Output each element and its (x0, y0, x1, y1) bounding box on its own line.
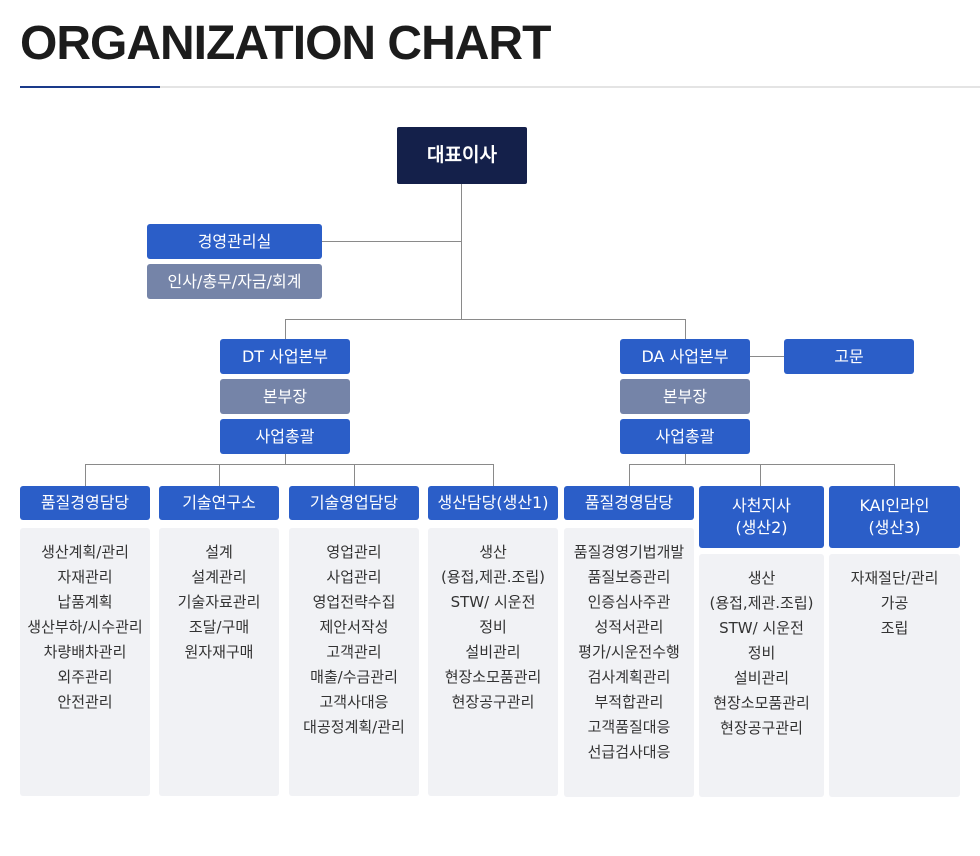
duty-item: 인증심사주관 (587, 593, 671, 611)
dept-head-dt-production1: 생산담당(생산1) (428, 486, 558, 520)
duty-item: 제안서작성 (319, 618, 389, 636)
dt-head-box: 본부장 (220, 379, 350, 414)
duty-item: 선급검사대응 (587, 743, 671, 761)
duty-item: 대공정계획/관리 (303, 718, 405, 736)
duty-item: 자재관리 (57, 568, 113, 586)
duty-item: 현장공구관리 (451, 693, 535, 711)
duty-item: 고객사대응 (319, 693, 389, 711)
duty-item: 차량배차관리 (43, 643, 127, 661)
duty-item: 현장소모품관리 (444, 668, 542, 686)
duty-item: STW/ 시운전 (719, 619, 804, 637)
duty-item: 성적서관리 (594, 618, 664, 636)
dept-panel-dt-quality: 생산계획/관리 자재관리 납품계획 생산부하/시수관리 차량배차관리 외주관리 … (20, 528, 150, 796)
duty-item: 설비관리 (465, 643, 521, 661)
dept-panel-da-quality: 품질경영기법개발 품질보증관리 인증심사주관 성적서관리 평가/시운전수행 검사… (564, 528, 694, 797)
duty-item: 생산계획/관리 (41, 543, 129, 561)
management-office-box: 경영관리실 (147, 224, 322, 259)
dept-panel-da-kai: 자재절단/관리 가공 조립 (829, 554, 960, 797)
dt-general-box: 사업총괄 (220, 419, 350, 454)
da-head-box: 본부장 (620, 379, 750, 414)
duty-item: 검사계획관리 (587, 668, 671, 686)
duty-item: 품질보증관리 (587, 568, 671, 586)
duty-item: 설계관리 (191, 568, 247, 586)
duty-item: 품질경영기법개발 (573, 543, 685, 561)
title-accent-bar (20, 86, 160, 88)
dept-head-da-sacheon: 사천지사 (생산2) (699, 486, 824, 548)
da-general-box: 사업총괄 (620, 419, 750, 454)
duty-item: 조립 (880, 619, 909, 637)
title-divider (20, 86, 980, 88)
duty-item: (용접,제관.조립) (440, 568, 546, 586)
duty-item: 현장공구관리 (720, 719, 803, 737)
dept-head-da-kai: KAI인라인 (생산3) (829, 486, 960, 548)
ceo-box: 대표이사 (397, 127, 527, 184)
duty-item: 외주관리 (57, 668, 113, 686)
dept-head-dt-research: 기술연구소 (159, 486, 279, 520)
duty-item: STW/ 시운전 (450, 593, 536, 611)
dt-division-box: DT 사업본부 (220, 339, 350, 374)
da-division-box: DA 사업본부 (620, 339, 750, 374)
duty-item: 설비관리 (733, 669, 790, 687)
duty-item: 영업전략수집 (312, 593, 396, 611)
duty-item: 조달/구매 (188, 618, 250, 636)
duty-item: 고객품질대응 (587, 718, 671, 736)
duty-item: 설계 (205, 543, 233, 561)
dept-panel-dt-research: 설계 설계관리 기술자료관리 조달/구매 원자재구매 (159, 528, 279, 796)
dept-panel-da-sacheon: 생산 (용접,제관.조립) STW/ 시운전 정비 설비관리 현장소모품관리 현… (699, 554, 824, 797)
management-scope-box: 인사/총무/자금/회계 (147, 264, 322, 299)
dept-panel-dt-production1: 생산 (용접,제관.조립) STW/ 시운전 정비 설비관리 현장소모품관리 현… (428, 528, 558, 796)
dept-head-dt-quality: 품질경영담당 (20, 486, 150, 520)
duty-item: (용접,제관.조립) (709, 594, 814, 612)
duty-item: 안전관리 (57, 693, 113, 711)
duty-item: 고객관리 (326, 643, 382, 661)
duty-item: 정비 (479, 618, 507, 636)
duty-item: 매출/수금관리 (310, 668, 398, 686)
duty-item: 납품계획 (57, 593, 113, 611)
dept-head-da-quality: 품질경영담당 (564, 486, 694, 520)
duty-item: 생산 (747, 569, 776, 587)
duty-item: 생산 (479, 543, 507, 561)
duty-item: 원자재구매 (184, 643, 254, 661)
duty-item: 평가/시운전수행 (578, 643, 680, 661)
duty-item: 현장소모품관리 (713, 694, 810, 712)
duty-item: 생산부하/시수관리 (27, 618, 143, 636)
duty-item: 정비 (747, 644, 776, 662)
duty-item: 영업관리 (326, 543, 382, 561)
duty-item: 사업관리 (326, 568, 382, 586)
dept-panel-dt-sales: 영업관리 사업관리 영업전략수집 제안서작성 고객관리 매출/수금관리 고객사대… (289, 528, 419, 796)
advisor-box: 고문 (784, 339, 914, 374)
dept-head-dt-sales: 기술영업담당 (289, 486, 419, 520)
duty-item: 부적합관리 (594, 693, 664, 711)
page-title: ORGANIZATION CHART (20, 17, 551, 70)
duty-item: 자재절단/관리 (850, 569, 939, 587)
duty-item: 가공 (880, 594, 909, 612)
duty-item: 기술자료관리 (177, 593, 261, 611)
